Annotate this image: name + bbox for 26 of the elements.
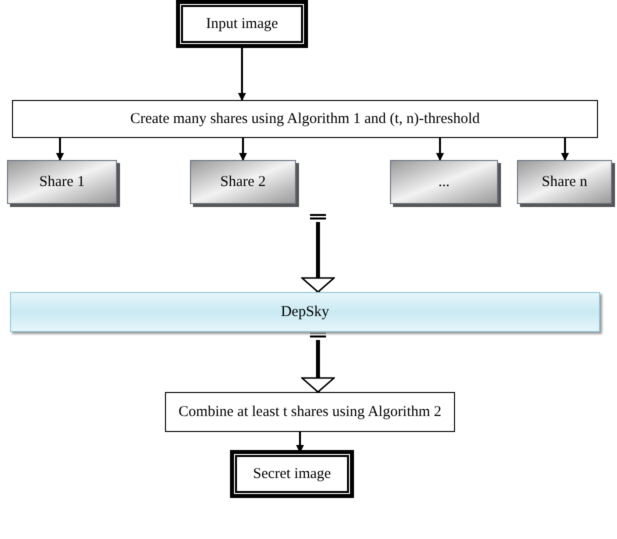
node-label: Input image: [206, 14, 278, 34]
terminal-box: [178, 2, 306, 46]
hollow-arrow: [301, 340, 335, 393]
node-label: Secret image: [253, 464, 331, 484]
share-box: [517, 160, 612, 204]
arrow: [56, 138, 64, 161]
arrow: [561, 138, 569, 161]
node-label: Share n: [542, 172, 588, 192]
terminal-box: [232, 452, 352, 496]
share-box: [190, 160, 296, 204]
arrow: [296, 432, 304, 453]
hollow-arrow: [301, 222, 335, 293]
share-box: [7, 160, 117, 204]
node-label: Share 2: [220, 172, 266, 192]
node-label: Combine at least t shares using Algorithm 2: [178, 402, 442, 422]
cloud-storage-band: [10, 292, 600, 332]
arrow: [239, 138, 247, 161]
node-label: DepSky: [280, 302, 330, 322]
node-label: ...: [438, 172, 450, 192]
process-box: [165, 392, 455, 432]
share-box: [390, 160, 498, 204]
process-box: [12, 100, 598, 138]
arrow: [238, 46, 246, 101]
node-label: Create many shares using Algorithm 1 and (t, n)-threshold: [130, 110, 480, 129]
node-label: Share 1: [39, 172, 85, 192]
arrow: [436, 138, 444, 161]
